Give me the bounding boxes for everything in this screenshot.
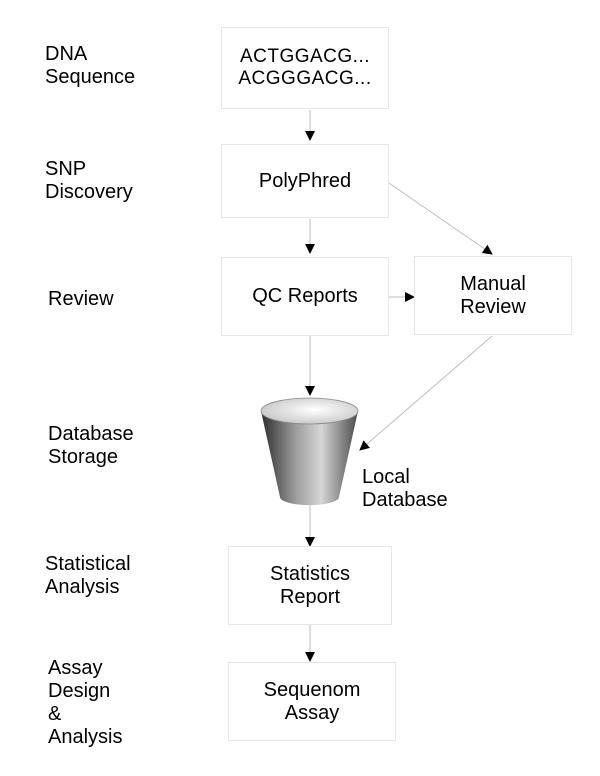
stage-label-assay-design: Assay Design & Analysis <box>48 657 122 749</box>
stage-label-database-storage: Database Storage <box>48 423 134 469</box>
arrow-polyphred-to-manual <box>388 182 493 255</box>
node-label: Report <box>279 585 341 608</box>
arrow-manual-to-database <box>359 335 493 451</box>
stage-label-snp-discovery: SNP Discovery <box>45 158 133 204</box>
node-label: Statistics <box>269 562 351 585</box>
sequence-line: ACGGGACG... <box>238 68 372 89</box>
node-label: Assay <box>284 701 340 724</box>
stage-label-line: Database <box>48 423 134 445</box>
node-label: Manual <box>460 272 526 295</box>
stage-label-line: Statistical <box>45 553 131 575</box>
stage-label-dna-sequence: DNA Sequence <box>45 43 135 89</box>
sequenom-assay-box: Sequenom Assay <box>228 662 396 741</box>
stage-label-line: Storage <box>48 446 119 468</box>
node-label: QC Reports <box>252 285 358 307</box>
local-database-label: Local Database <box>362 466 448 512</box>
node-label: PolyPhred <box>258 169 352 192</box>
node-label: Sequenom <box>263 678 361 701</box>
stage-label-line: & <box>48 703 62 725</box>
stage-label-line: SNP <box>45 158 87 180</box>
stage-label-line: Sequence <box>45 66 136 88</box>
stage-label-line: DNA <box>45 43 88 65</box>
manual-review-box: Manual Review <box>414 256 572 335</box>
stage-label-statistical-analysis: Statistical Analysis <box>45 553 131 599</box>
stage-label-line: Assay <box>48 657 103 679</box>
node-label: Review <box>460 295 526 318</box>
qc-reports-box: QC Reports <box>221 257 389 336</box>
node-label: Database <box>362 489 448 511</box>
stage-label-line: Analysis <box>48 726 123 748</box>
database-icon <box>260 397 359 506</box>
dna-sequence-box: ACTGGACG... ACGGGACG... <box>221 27 389 109</box>
polyphred-box: PolyPhred <box>221 144 389 218</box>
node-label: Local <box>362 466 410 488</box>
stage-label-review: Review <box>48 288 114 311</box>
stage-label-line: Design <box>48 680 111 702</box>
stage-label-line: Review <box>48 288 114 310</box>
statistics-report-box: Statistics Report <box>228 546 392 625</box>
stage-label-line: Analysis <box>45 576 120 598</box>
stage-label-line: Discovery <box>45 181 133 203</box>
sequence-line: ACTGGACG... <box>239 46 371 67</box>
